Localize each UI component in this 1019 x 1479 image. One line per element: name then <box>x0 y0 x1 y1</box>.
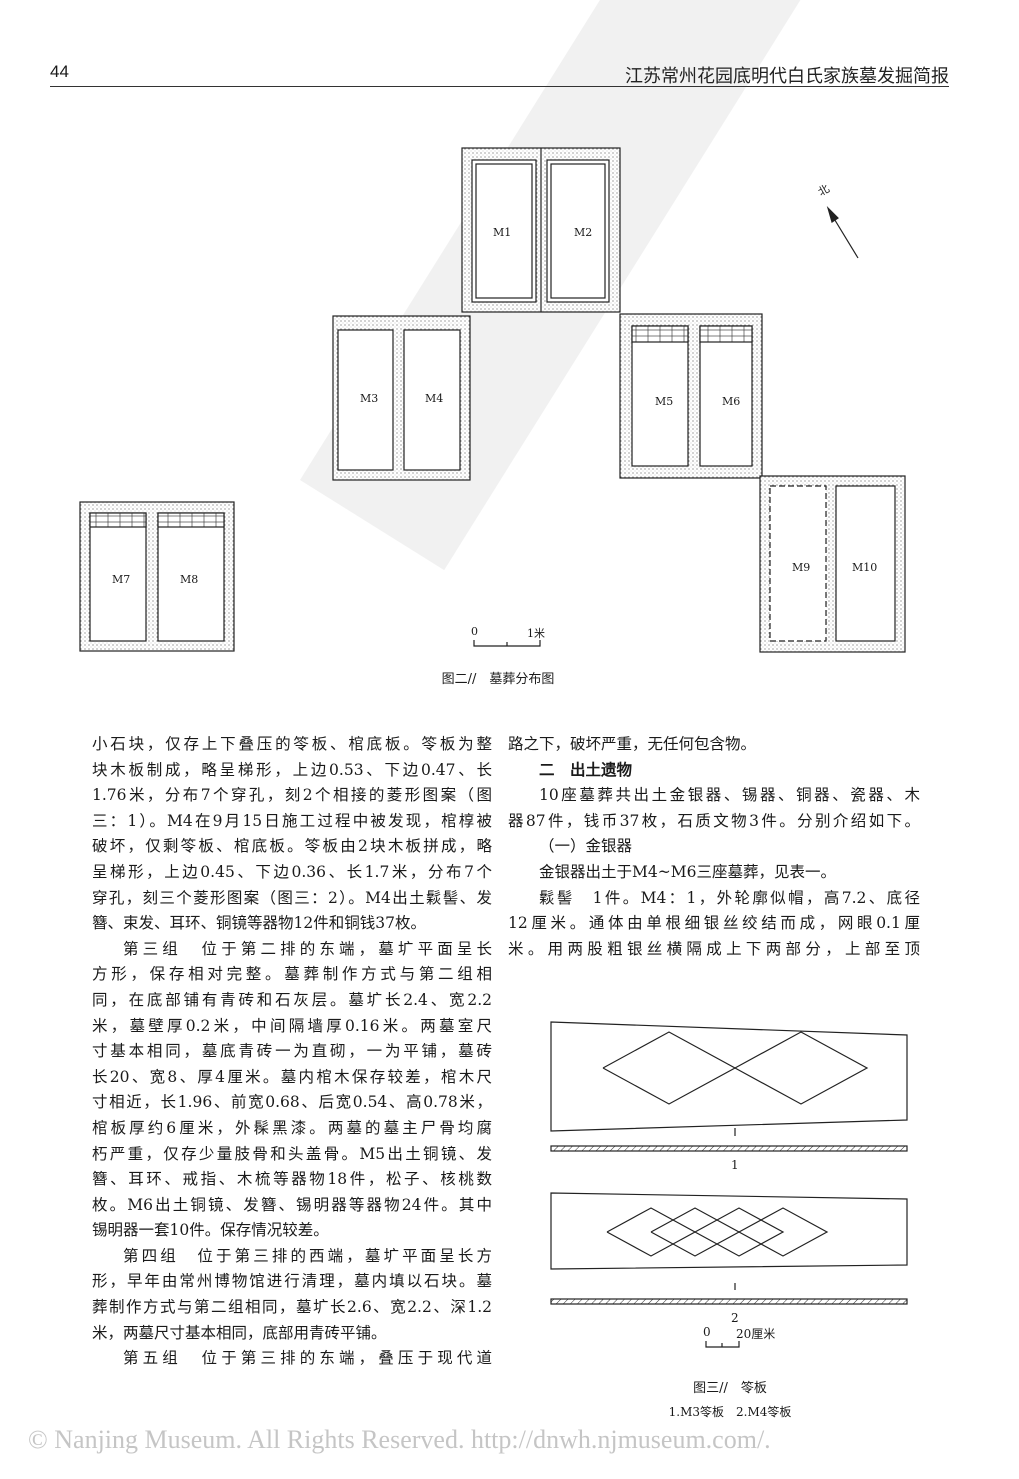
left-text-column: 小石块，仅存上下叠压的笭板、棺底板。笭板为整块木板制成，略呈梯形，上边0.53、… <box>92 732 492 1372</box>
text-line: 锡明器一套10件。保存情况较差。 <box>92 1221 329 1240</box>
running-title: 江苏常州花园底明代白氏家族墓发掘简报 <box>625 66 949 87</box>
board-1-label: 1 <box>731 1158 739 1172</box>
text-line: 枚。M6出土铜镜、发簪、锡明器等器物24件。其中 <box>92 1195 492 1214</box>
text-line: 米。用两股粗银丝横隔成上下两部分，上部至顶 <box>508 939 920 958</box>
text-line: 呈梯形，上边0.45、下边0.36、长1.7米，分布7个 <box>92 862 492 881</box>
tomb-label: M1 <box>493 226 512 239</box>
tomb-label: M5 <box>655 395 674 408</box>
north-arrow-icon <box>826 205 859 259</box>
board-1-drawing <box>550 1021 908 1152</box>
right-text-column: 路之下，破坏严重，无任何包含物。二 出土遗物 10座墓葬共出土金银器、锡器、铜器、… <box>508 732 920 962</box>
text-line: 三：1）。M4在9月15日施工过程中被发现，棺椁被 <box>92 811 492 830</box>
tomb-m1-m2 <box>461 147 621 313</box>
text-line: 小石块，仅存上下叠压的笭板、棺底板。笭板为整 <box>92 735 492 753</box>
text-line: 米，两墓尺寸基本相同，底部用青砖平铺。 <box>92 1323 387 1342</box>
text-line: 簪、束发、耳环、铜镜等器物12件和铜钱37枚。 <box>92 914 426 933</box>
text-line: 方形，保存相对完整。墓葬制作方式与第二组相 <box>92 965 492 984</box>
text-line: 形，早年由常州博物馆进行清理，墓内填以石块。墓 <box>92 1272 492 1291</box>
text-line: 寸基本相同，墓底青砖一为直砌，一为平铺，墓砖 <box>92 1042 492 1061</box>
tomb-label: M3 <box>360 392 379 405</box>
text-line: 葬制作方式与第二组相同，墓圹长2.6、宽2.2、深1.2 <box>92 1298 492 1317</box>
text-line: 第三组 位于第二排的东端，墓圹平面呈长 <box>123 939 492 958</box>
text-line: 1.76米，分布7个穿孔，刻2个相接的菱形图案（图 <box>92 786 492 805</box>
text-line: 块木板制成，略呈梯形，上边0.53、下边0.47、长 <box>92 760 492 779</box>
text-line: 棺板厚约6厘米，外髹黑漆。两墓的墓主尸骨均腐 <box>92 1118 492 1137</box>
tomb-label: M9 <box>792 561 811 574</box>
page-number: 44 <box>50 62 69 81</box>
scale-end-fig3: 20厘米 <box>736 1327 776 1341</box>
figure3-caption: 图三// 笭板 <box>693 1381 767 1396</box>
tomb-label: M8 <box>180 573 199 586</box>
text-line: 米，墓壁厚0.2米，中间隔墙厚0.16米。两墓室尺 <box>92 1016 492 1035</box>
text-line: 器87件，钱币37枚，石质文物3件。分别介绍如下。 <box>508 811 920 830</box>
text-line: 金银器出土于M4~M6三座墓葬，见表一。 <box>539 862 836 881</box>
header-rule <box>50 86 949 87</box>
text-line: 破坏，仅剩笭板、棺底板。笭板由2块木板拼成，略 <box>92 837 492 856</box>
text-line: 12厘米。通体由单根细银丝绞结而成，网眼0.1厘 <box>508 914 920 933</box>
text-line: 簪、耳环、戒指、木梳等器物18件，松子、核桃数 <box>92 1170 492 1189</box>
text-line: 鬏髻 1件。M4：1，外轮廓似帽，高7.2、底径 <box>539 888 920 907</box>
copyright-watermark: © Nanjing Museum. All Rights Reserved. h… <box>28 1425 771 1454</box>
figure2-caption: 图二// 墓葬分布图 <box>441 672 555 687</box>
text-line: （一）金银器 <box>539 837 633 856</box>
text-line: 寸相近，长1.96、前宽0.68、后宽0.54、高0.78米， <box>92 1093 492 1112</box>
tomb-m9-m10 <box>759 475 906 653</box>
tomb-label: M2 <box>574 226 593 239</box>
text-line: 第四组 位于第三排的西端，墓圹平面呈长方 <box>123 1246 492 1265</box>
tomb-label: M6 <box>722 395 741 408</box>
text-line: 路之下，破坏严重，无任何包含物。 <box>508 735 757 753</box>
text-line: 10座墓葬共出土金银器、锡器、铜器、瓷器、木 <box>539 786 920 805</box>
text-line: 穿孔，刻三个菱形图案（图三：2）。M4出土鬏髻、发 <box>92 888 492 907</box>
tomb-m7-m8 <box>79 501 235 652</box>
tomb-label: M4 <box>425 392 444 405</box>
tomb-m3-m4 <box>332 315 471 481</box>
scale-zero-fig3: 0 <box>703 1325 711 1339</box>
figure3-subcaption: 1.M3笭板 2.M4笭板 <box>668 1405 792 1419</box>
tomb-m5-m6 <box>619 313 763 479</box>
tomb-label: M10 <box>852 561 878 574</box>
text-line: 长20、宽8、厚4厘米。墓内棺木保存较差，棺木尺 <box>92 1067 492 1086</box>
board-2-label: 2 <box>731 1311 739 1325</box>
text-line: 二 出土遗物 <box>539 760 633 779</box>
text-line: 同，在底部铺有青砖和石灰层。墓圹长2.4、宽2.2 <box>92 990 492 1009</box>
tomb-label: M7 <box>112 573 131 586</box>
scale-end: 1米 <box>527 627 545 640</box>
text-line: 朽严重，仅存少量肢骨和头盖骨。M5出土铜镜、发 <box>92 1144 492 1163</box>
scale-zero: 0 <box>471 625 478 638</box>
text-line: 第五组 位于第三排的东端，叠压于现代道 <box>123 1349 492 1368</box>
board-2-drawing <box>550 1192 908 1305</box>
